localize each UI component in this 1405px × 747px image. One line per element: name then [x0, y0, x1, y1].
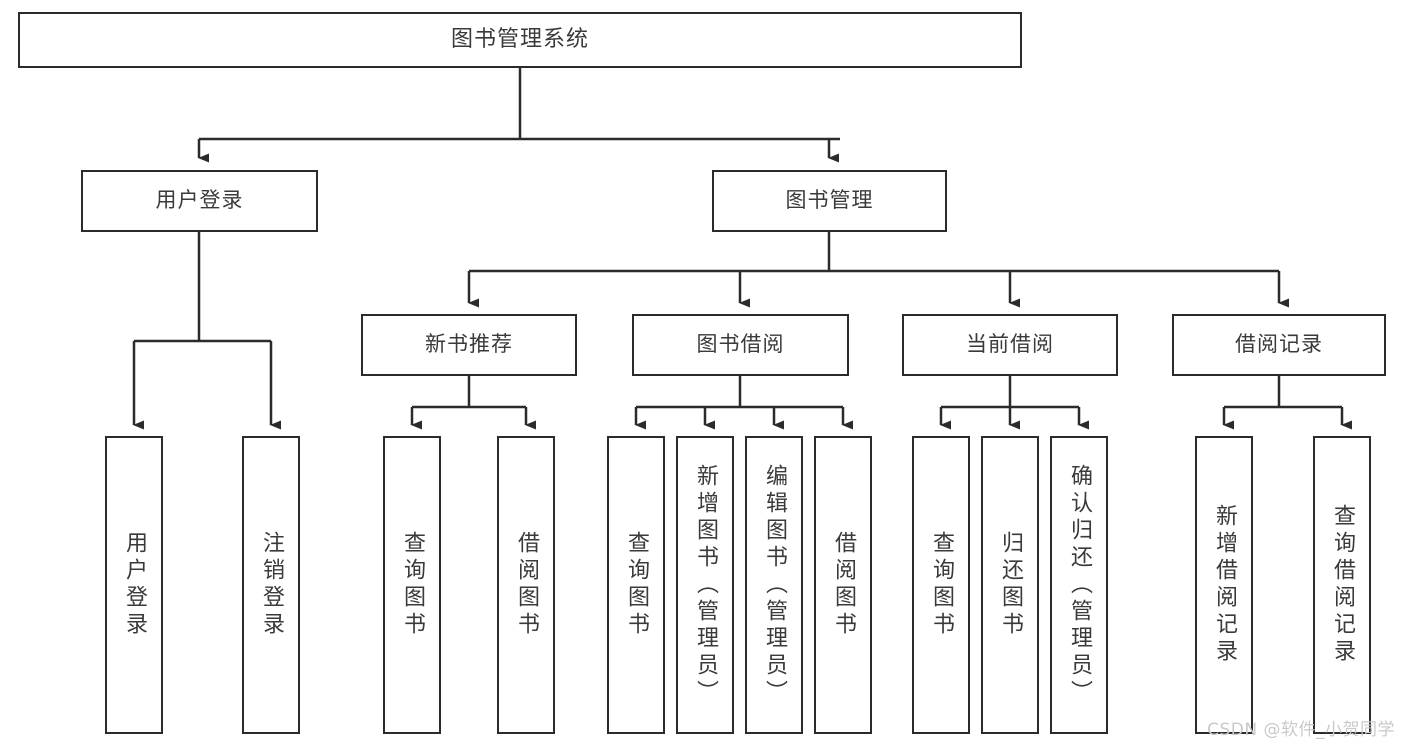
leaf-borrow-edit-book[interactable]: 编辑图书（管理员）	[745, 436, 803, 734]
node-book-management[interactable]: 图书管理	[712, 170, 947, 232]
node-root-label: 图书管理系统	[450, 26, 589, 52]
leaf-records-query[interactable]: 查询借阅记录	[1313, 436, 1371, 734]
node-current-borrow[interactable]: 当前借阅	[902, 314, 1118, 376]
leaf-label: 借阅图书	[831, 531, 856, 639]
leaf-records-add[interactable]: 新增借阅记录	[1195, 436, 1253, 734]
leaf-label: 查询图书	[929, 531, 954, 639]
node-user-login[interactable]: 用户登录	[81, 170, 318, 232]
leaf-current-confirm-return[interactable]: 确认归还（管理员）	[1050, 436, 1108, 734]
leaf-new-book-query[interactable]: 查询图书	[383, 436, 441, 734]
leaf-user-login-login[interactable]: 用户登录	[105, 436, 163, 734]
leaf-label: 归还图书	[998, 531, 1023, 639]
leaf-label: 借阅图书	[514, 531, 539, 639]
node-book-management-label: 图书管理	[785, 188, 874, 213]
node-borrow-records-label: 借阅记录	[1235, 332, 1323, 357]
node-root[interactable]: 图书管理系统	[18, 12, 1022, 68]
node-book-borrow[interactable]: 图书借阅	[632, 314, 849, 376]
leaf-label: 确认归还（管理员）	[1067, 463, 1092, 707]
leaf-borrow-borrow-book[interactable]: 借阅图书	[814, 436, 872, 734]
leaf-label: 编辑图书（管理员）	[762, 463, 787, 707]
leaf-label: 新增借阅记录	[1212, 504, 1237, 666]
leaf-label: 注销登录	[259, 531, 284, 639]
leaf-new-book-borrow[interactable]: 借阅图书	[497, 436, 555, 734]
leaf-borrow-query[interactable]: 查询图书	[607, 436, 665, 734]
leaf-current-query[interactable]: 查询图书	[912, 436, 970, 734]
node-current-borrow-label: 当前借阅	[966, 332, 1054, 357]
leaf-label: 新增图书（管理员）	[693, 463, 718, 707]
leaf-label: 查询图书	[400, 531, 425, 639]
leaf-label: 查询图书	[624, 531, 649, 639]
node-book-borrow-label: 图书借阅	[696, 332, 785, 357]
node-new-book-recommend[interactable]: 新书推荐	[361, 314, 577, 376]
node-user-login-label: 用户登录	[155, 188, 244, 213]
leaf-label: 用户登录	[122, 531, 147, 639]
leaf-label: 查询借阅记录	[1330, 504, 1355, 666]
leaf-user-login-logout[interactable]: 注销登录	[242, 436, 300, 734]
watermark: CSDN @软件_小贺同学	[1207, 720, 1395, 740]
node-new-book-recommend-label: 新书推荐	[425, 332, 513, 357]
leaf-borrow-add-book[interactable]: 新增图书（管理员）	[676, 436, 734, 734]
leaf-current-return[interactable]: 归还图书	[981, 436, 1039, 734]
node-borrow-records[interactable]: 借阅记录	[1172, 314, 1386, 376]
